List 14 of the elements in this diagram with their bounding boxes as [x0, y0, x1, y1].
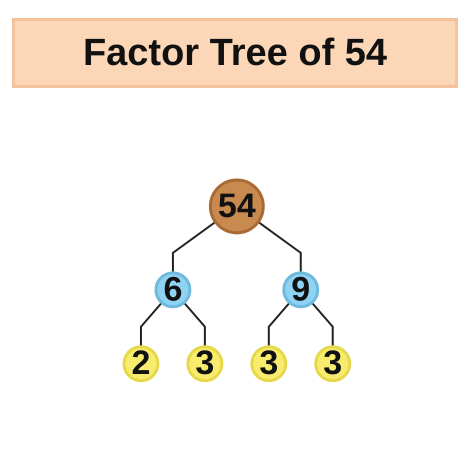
node-circle: 3 — [186, 346, 224, 383]
node-circle: 9 — [282, 272, 320, 309]
connector — [172, 222, 216, 274]
node-circle: 2 — [122, 346, 160, 383]
node-circle: 3 — [250, 346, 288, 383]
node-circle: 54 — [209, 178, 265, 235]
title-banner: Factor Tree of 54 — [12, 18, 458, 88]
node-circle: 6 — [154, 272, 192, 309]
node-circle: 3 — [314, 346, 352, 383]
connector — [311, 302, 334, 348]
connector — [183, 302, 206, 348]
connector — [140, 302, 163, 348]
connector — [258, 222, 302, 274]
connector — [268, 302, 291, 348]
